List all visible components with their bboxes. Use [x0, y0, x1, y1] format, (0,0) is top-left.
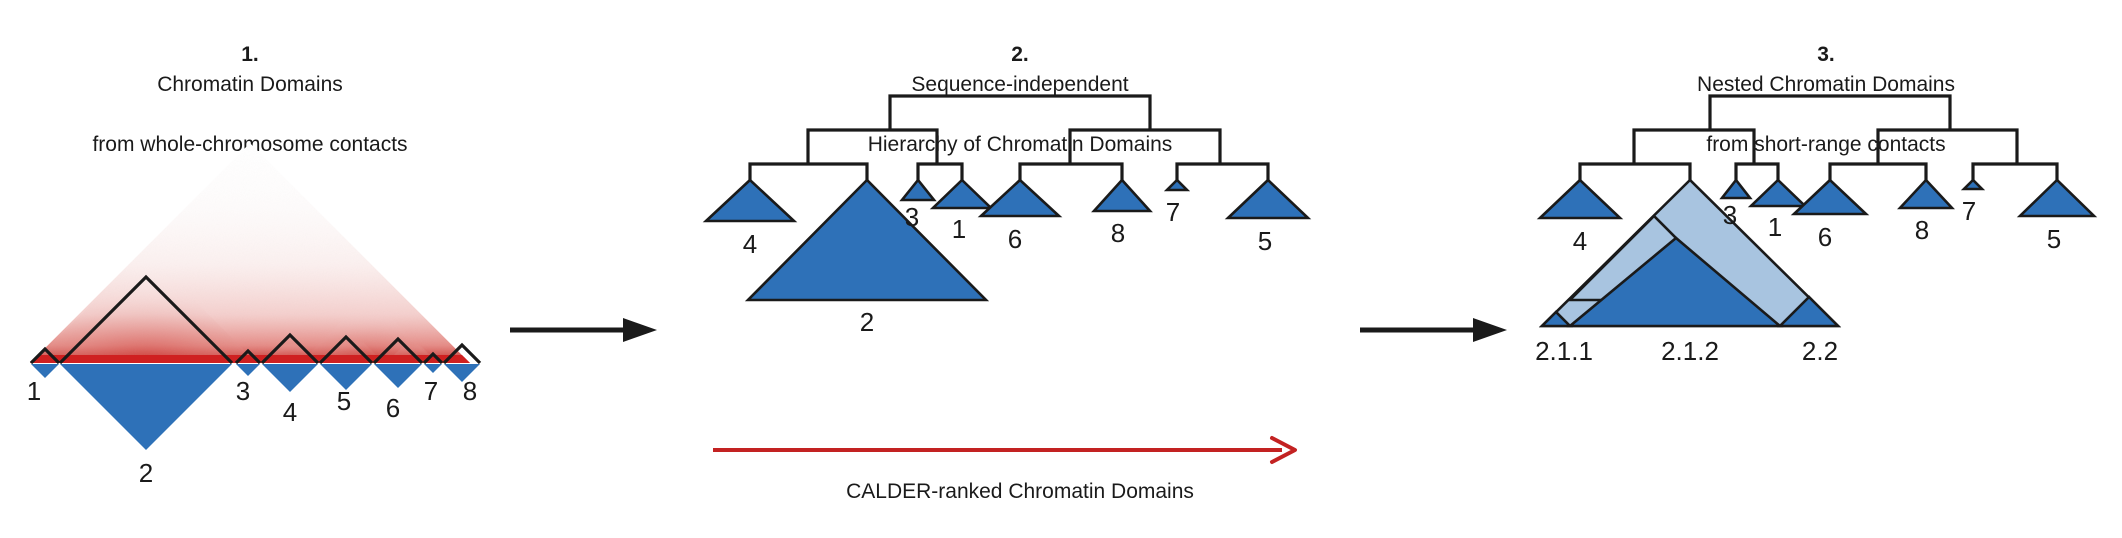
panel-2-title-line1: Sequence-independent [911, 73, 1129, 96]
leaf-triangle-3 [899, 177, 937, 202]
label-leaf-7: 7 [1166, 197, 1180, 227]
label-leaf-4: 4 [743, 229, 757, 259]
panel-2: 2. Sequence-independent Hierarchy of Chr… [690, 0, 1350, 538]
arrow-panel1-to-panel2 [510, 318, 657, 342]
label-leaf-1: 1 [952, 214, 966, 244]
label-leaf-4: 4 [1573, 226, 1587, 256]
panel-3-labels: 4 3 1 6 8 7 5 2.1.1 2.1.2 2.2 [1535, 196, 2061, 366]
leaf-triangle-3 [1719, 177, 1753, 200]
panel-2-dendrogram: 4 2 3 1 6 8 7 5 [702, 94, 1312, 337]
label-domain-6: 6 [386, 393, 400, 423]
leaf-triangles [702, 177, 1312, 302]
nested-domain-2 [1538, 178, 1842, 328]
panel-2-title-line2: Hierarchy of Chromatin Domains [867, 133, 1173, 156]
leaf-triangle-4 [1536, 178, 1624, 220]
panel-1: 1. Chromatin Domains from whole-chromoso… [0, 0, 500, 538]
panel-3-title-line1: Nested Chromatin Domains [1697, 73, 1955, 96]
panel-2-number: 2. [1011, 43, 1029, 66]
label-domain-1: 1 [27, 376, 41, 406]
panel-1-contact-map: 1 3 4 5 6 7 8 2 [27, 143, 482, 488]
dendrogram-links [1578, 94, 2059, 180]
leaf-triangle-5 [2016, 178, 2098, 218]
label-leaf-6: 6 [1008, 224, 1022, 254]
panel-3-title: 3. Nested Chromatin Domains from short-r… [1530, 10, 2122, 160]
label-domain-2: 2 [139, 458, 153, 488]
label-leaf-8: 8 [1915, 215, 1929, 245]
label-domain-3: 3 [236, 376, 250, 406]
domain-outlines [29, 274, 482, 365]
nested-leaf-2-1-2 [1566, 236, 1784, 328]
label-nested-2-1-1: 2.1.1 [1535, 336, 1593, 366]
panel-2-title: 2. Sequence-independent Hierarchy of Chr… [690, 10, 1350, 160]
panel-1-domain-labels: 1 3 4 5 6 7 8 2 [27, 376, 477, 488]
label-nested-2-2: 2.2 [1802, 336, 1838, 366]
panel-3-title-line2: from short-range contacts [1706, 133, 1946, 156]
label-leaf-5: 5 [1258, 226, 1272, 256]
nested-leaf-2-2 [1776, 295, 1842, 328]
panel-3: 3. Nested Chromatin Domains from short-r… [1530, 0, 2122, 538]
leaf-triangle-7 [1163, 178, 1191, 192]
calder-rank-arrow [713, 436, 1297, 464]
panel-1-title-line1: Chromatin Domains [157, 73, 343, 96]
panel-1-number: 1. [241, 43, 259, 66]
leaf-triangle-6 [977, 178, 1063, 218]
panel-3-dendrogram-nested: 4 3 1 6 8 7 5 2.1.1 2.1.2 2.2 [1535, 94, 2098, 366]
dendrogram-links [748, 94, 1270, 180]
leaf-triangle-7 [1960, 178, 1986, 191]
label-leaf-6: 6 [1818, 222, 1832, 252]
label-domain-5: 5 [337, 386, 351, 416]
panel-2-leaf-labels: 4 2 3 1 6 8 7 5 [743, 197, 1272, 337]
leaf-triangle-1 [1747, 178, 1809, 208]
leaf-triangle-8 [1091, 178, 1153, 213]
panel-1-title-line2: from whole-chromosome contacts [92, 133, 407, 156]
large-domain-2-triangle [60, 364, 232, 450]
hic-heatmap [30, 143, 470, 363]
leaf-triangle-8 [1897, 178, 1955, 210]
label-domain-7: 7 [424, 376, 438, 406]
label-leaf-3: 3 [1723, 200, 1737, 230]
label-leaf-7: 7 [1962, 196, 1976, 226]
domain-triangles-blue [31, 364, 480, 450]
leaf-triangle-5 [1224, 178, 1312, 220]
label-nested-2-1-2: 2.1.2 [1661, 336, 1719, 366]
label-leaf-5: 5 [2047, 224, 2061, 254]
leaf-triangle-2 [744, 178, 990, 302]
label-domain-4: 4 [283, 397, 297, 427]
label-leaf-2: 2 [860, 307, 874, 337]
calder-caption: CALDER-ranked Chromatin Domains [846, 480, 1194, 503]
leaf-triangle-1 [929, 178, 995, 210]
arrow-panel2-to-panel3 [1360, 318, 1507, 342]
label-leaf-3: 3 [905, 202, 919, 232]
leaf-triangles [1536, 177, 2098, 220]
label-leaf-8: 8 [1111, 218, 1125, 248]
panel-1-title: 1. Chromatin Domains from whole-chromoso… [0, 10, 500, 160]
panel-3-number: 3. [1817, 43, 1835, 66]
nested-leaf-2-1-1 [1538, 310, 1574, 328]
label-domain-8: 8 [463, 376, 477, 406]
leaf-triangle-6 [1790, 178, 1870, 216]
label-leaf-1: 1 [1768, 212, 1782, 242]
leaf-triangle-4 [702, 178, 798, 223]
